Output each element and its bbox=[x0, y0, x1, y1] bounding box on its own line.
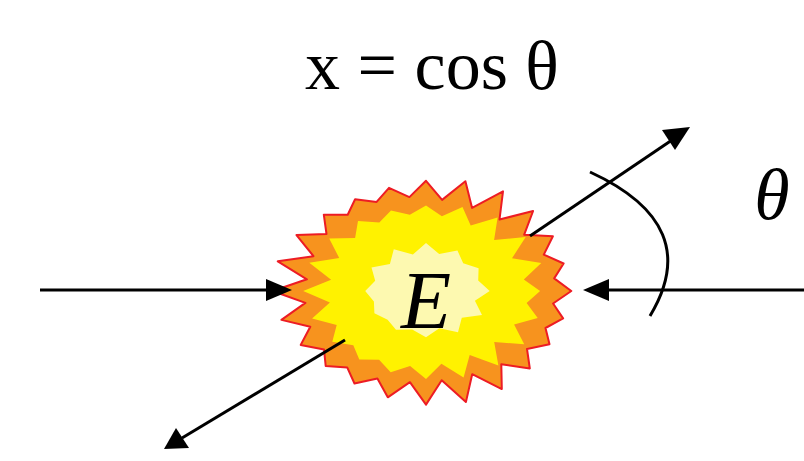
explosion-node: E bbox=[268, 172, 584, 410]
outgoing-arrow bbox=[182, 340, 345, 438]
angle-arc bbox=[590, 172, 668, 316]
arrow-head bbox=[164, 428, 189, 449]
arrow-head bbox=[583, 279, 609, 301]
explosion-layer bbox=[273, 181, 572, 405]
energy-symbol: E bbox=[401, 260, 451, 342]
incoming-arrow bbox=[590, 289, 804, 292]
arrow-head bbox=[662, 127, 690, 150]
incoming-arrow bbox=[40, 289, 286, 292]
outgoing-arrow bbox=[530, 140, 672, 236]
angle-label: θ bbox=[754, 159, 789, 231]
explosion-layer bbox=[303, 206, 541, 380]
formula-label: x = cos θ bbox=[305, 31, 559, 101]
